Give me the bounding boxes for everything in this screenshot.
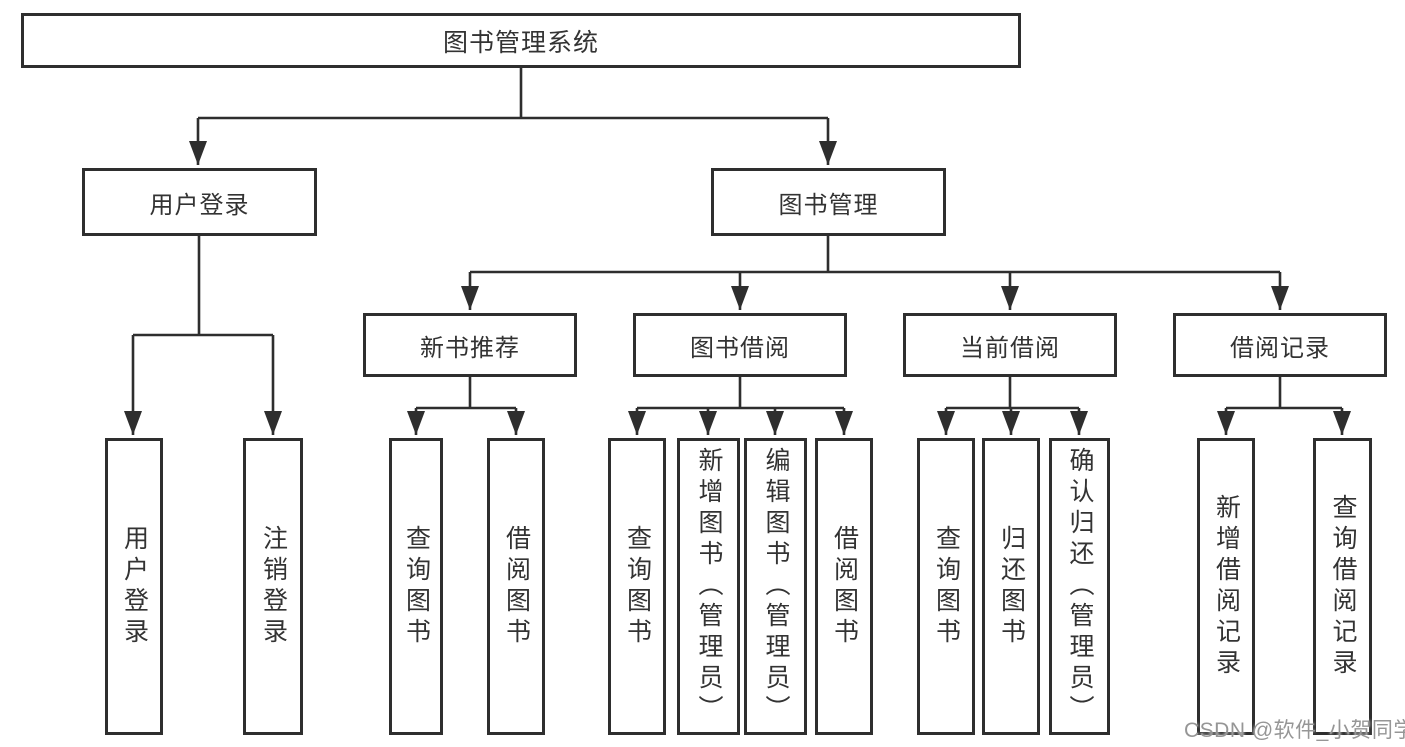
- node-borrowing-records: 借阅记录: [1173, 313, 1387, 377]
- node-new-book-recommend-label: 新书推荐: [420, 334, 520, 362]
- node-current-borrowing-label: 当前借阅: [960, 334, 1060, 362]
- node-root-label: 图书管理系统: [442, 28, 599, 57]
- leaf-br-query-record: 查询借阅记录: [1313, 438, 1372, 735]
- node-borrowing-records-label: 借阅记录: [1230, 334, 1330, 362]
- leaf-cb-return-books-label: 归还图书: [997, 524, 1026, 649]
- csdn-watermark: CSDN @软件_小贺同学: [1184, 719, 1405, 742]
- leaf-cb-query-books: 查询图书: [917, 438, 975, 735]
- node-user-login: 用户登录: [82, 168, 317, 236]
- leaf-user-login: 用户登录: [105, 438, 163, 735]
- leaf-user-login-label: 用户登录: [120, 524, 149, 649]
- leaf-bb-edit-books-admin-label: 编辑图书（管理员）: [762, 447, 790, 726]
- leaf-cb-confirm-return-admin: 确认归还（管理员）: [1049, 438, 1110, 735]
- leaf-bb-query-books-label: 查询图书: [623, 524, 652, 649]
- leaf-logout-label: 注销登录: [259, 524, 288, 649]
- leaf-br-query-record-label: 查询借阅记录: [1329, 493, 1357, 680]
- node-book-borrowing-label: 图书借阅: [690, 334, 790, 362]
- node-book-management-label: 图书管理: [778, 191, 879, 219]
- leaf-cb-return-books: 归还图书: [982, 438, 1040, 735]
- node-user-login-label: 用户登录: [149, 191, 250, 219]
- node-root: 图书管理系统: [21, 13, 1021, 68]
- leaf-logout: 注销登录: [243, 438, 303, 735]
- leaf-nb-query-books: 查询图书: [389, 438, 443, 735]
- leaf-br-add-record: 新增借阅记录: [1197, 438, 1255, 735]
- leaf-cb-query-books-label: 查询图书: [932, 524, 961, 649]
- leaf-bb-query-books: 查询图书: [608, 438, 666, 735]
- node-new-book-recommend: 新书推荐: [363, 313, 577, 377]
- node-current-borrowing: 当前借阅: [903, 313, 1117, 377]
- leaf-bb-edit-books-admin: 编辑图书（管理员）: [744, 438, 807, 735]
- leaf-bb-add-books-admin-label: 新增图书（管理员）: [695, 447, 723, 726]
- leaf-nb-borrow-books-label: 借阅图书: [502, 524, 531, 649]
- leaf-nb-query-books-label: 查询图书: [402, 524, 431, 649]
- leaf-bb-borrow-books-label: 借阅图书: [830, 524, 859, 649]
- leaf-nb-borrow-books: 借阅图书: [487, 438, 545, 735]
- leaf-bb-borrow-books: 借阅图书: [815, 438, 873, 735]
- leaf-cb-confirm-return-admin-label: 确认归还（管理员）: [1066, 447, 1094, 726]
- leaf-br-add-record-label: 新增借阅记录: [1212, 493, 1241, 680]
- node-book-borrowing: 图书借阅: [633, 313, 847, 377]
- node-book-management: 图书管理: [711, 168, 946, 236]
- leaf-bb-add-books-admin: 新增图书（管理员）: [677, 438, 740, 735]
